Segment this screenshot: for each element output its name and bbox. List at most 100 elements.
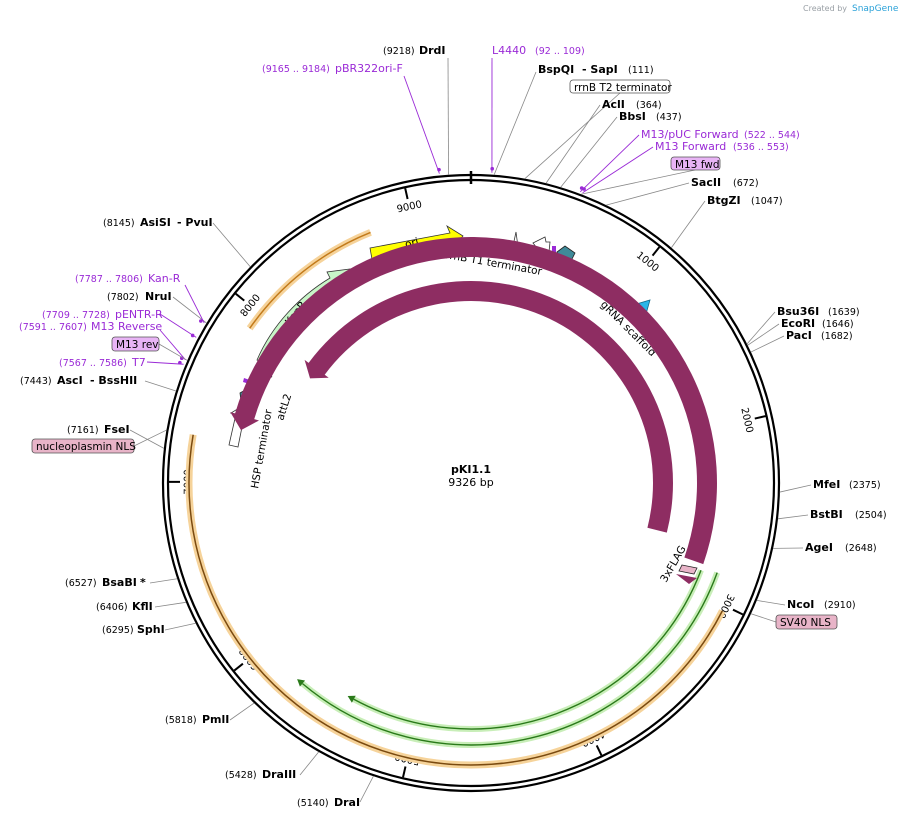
- site-sacii[interactable]: SacII: [691, 176, 721, 189]
- site-pos-ncoi: (2910): [824, 600, 856, 611]
- site-paci[interactable]: PacI: [786, 329, 812, 342]
- site-leader: [359, 775, 374, 803]
- site-pos-nrui: (7802): [107, 292, 139, 303]
- sv40-nls-box: [775, 614, 838, 630]
- credit-brand: SnapGene: [852, 4, 899, 14]
- plasmid-length: 9326 bp: [448, 476, 493, 489]
- site-nrui[interactable]: NruI: [145, 290, 172, 303]
- site-agei[interactable]: AgeI: [805, 541, 833, 554]
- primer-leader: [403, 75, 440, 174]
- site-bsabi[interactable]: BsaBI: [102, 576, 137, 589]
- site-pos-asisi: (8145): [103, 218, 135, 229]
- site-ecori[interactable]: EcoRI: [781, 317, 815, 330]
- primer-leader: [582, 146, 654, 194]
- nucleoplasmin-nls-label[interactable]: nucleoplasmin NLS: [36, 441, 136, 453]
- primer-mark: [190, 333, 195, 338]
- rrnb-t2-terminator-label[interactable]: rrnB T2 terminator: [574, 82, 672, 94]
- primer-pos-t7: (7567 .. 7586): [59, 358, 127, 369]
- site-pvui[interactable]: - PvuI: [177, 216, 213, 229]
- site-acli[interactable]: AclI: [602, 98, 625, 111]
- site-pos-sphi: (6295): [102, 625, 134, 636]
- site-fsei[interactable]: FseI: [104, 423, 130, 436]
- primer-pos-pentr-r: (7709 .. 7728): [42, 310, 110, 321]
- site-pos-acli: (364): [636, 100, 662, 111]
- site-pos-sacii: (672): [733, 178, 759, 189]
- primer-pbr322ori-f[interactable]: pBR322ori-F: [335, 62, 403, 75]
- site-leader: [747, 323, 780, 346]
- site-bsshii[interactable]: - BssHII: [90, 374, 137, 387]
- site-pos-paci: (1682): [821, 331, 853, 342]
- site-asci[interactable]: AscI: [57, 374, 83, 387]
- site-bbsi[interactable]: BbsI: [619, 110, 646, 123]
- site-sphi[interactable]: SphI: [137, 623, 165, 636]
- site-pos-bstbi: (2504): [855, 510, 887, 521]
- site-pos-drai: (5140): [297, 798, 329, 809]
- site-btgzi[interactable]: BtgZI: [707, 194, 741, 207]
- primer-m13-reverse[interactable]: M13 Reverse: [91, 320, 162, 333]
- site-mfei[interactable]: MfeI: [813, 478, 840, 491]
- tick-label: 1000: [634, 250, 661, 274]
- box-leader: [158, 343, 188, 361]
- primer-mark: [178, 360, 182, 365]
- site-bspqi[interactable]: BspQI: [538, 63, 574, 76]
- site-bsabi-mark: *: [140, 576, 146, 589]
- tick-mark: [732, 608, 744, 616]
- attl2-label: attL2: [274, 392, 294, 422]
- site-leader: [149, 578, 178, 584]
- site-leader: [777, 514, 809, 520]
- primer-pos-pbr322ori-f: (9165 .. 9184): [262, 64, 330, 75]
- site-pmli[interactable]: PmlI: [202, 713, 229, 726]
- site-drai[interactable]: DraI: [334, 796, 360, 809]
- orf-cas9-arc[interactable]: [188, 434, 724, 766]
- site-ncoi[interactable]: NcoI: [787, 598, 814, 611]
- site-kfli[interactable]: KflI: [132, 600, 153, 613]
- leaders: [129, 57, 812, 803]
- primer-mark: [437, 167, 441, 172]
- site-sapi[interactable]: - SapI: [582, 63, 618, 76]
- primer-m13-puc-forward[interactable]: M13/pUC Forward: [641, 128, 739, 141]
- site-pos-mfei: (2375): [849, 480, 881, 491]
- nucleoplasmin-nls-box: [31, 438, 135, 454]
- tick-mark: [235, 292, 245, 302]
- primer-t7[interactable]: T7: [131, 356, 146, 369]
- tick-mark: [754, 415, 766, 420]
- cas9-outer-label: Cas9: [398, 696, 425, 710]
- primer-l4440[interactable]: L4440: [492, 44, 526, 57]
- site-drdi[interactable]: DrdI: [419, 44, 446, 57]
- site-pos-bspqi: (111): [628, 65, 654, 76]
- primer-leader: [184, 284, 205, 324]
- primer-m13-forward[interactable]: M13 Forward: [655, 140, 726, 153]
- m13-rev-label[interactable]: M13 rev: [116, 339, 159, 351]
- m13-fwd-label[interactable]: M13 fwd: [675, 159, 720, 171]
- site-pos-drdi: (9218): [383, 46, 415, 57]
- tick-label: 9000: [396, 199, 423, 215]
- site-labels: (9218) DrdI BspQI - SapI (111) AclI (364…: [20, 44, 887, 809]
- site-leader: [129, 429, 165, 449]
- 3xflag-arrow[interactable]: [678, 564, 698, 575]
- site-leader: [746, 311, 776, 345]
- orf-kanr-arc[interactable]: [249, 231, 371, 329]
- tick-mark: [233, 662, 244, 672]
- site-bsu36i[interactable]: Bsu36I: [777, 305, 819, 318]
- site-leader: [560, 116, 618, 188]
- site-leader: [144, 380, 177, 392]
- site-pos-bsu36i: (1639): [828, 307, 860, 318]
- site-leader: [164, 622, 196, 631]
- feature-arcs: [185, 229, 726, 769]
- green-orf-2-arc[interactable]: [353, 570, 702, 730]
- site-bstbi[interactable]: BstBI: [810, 508, 843, 521]
- inner-features: ori KanR rrnB T1 terminator attL1 gRNA s…: [228, 224, 698, 585]
- primer-pentr-r[interactable]: pENTR-R: [115, 308, 163, 321]
- cas9-features[interactable]: Cas9 Cas9: [230, 236, 717, 710]
- green-orf-1-arc[interactable]: [302, 572, 718, 746]
- sv40-nls-label[interactable]: SV40 NLS: [780, 617, 831, 629]
- site-pos-btgzi: (1047): [751, 196, 783, 207]
- site-leader: [779, 484, 812, 493]
- site-draiii[interactable]: DraIII: [262, 768, 296, 781]
- primer-mark: [582, 187, 586, 191]
- site-asisi[interactable]: AsiSI: [140, 216, 171, 229]
- site-pos-asci: (7443): [20, 376, 52, 387]
- primer-labels: (9165 .. 9184) pBR322ori-F L4440 (92 .. …: [19, 44, 800, 369]
- primer-leader: [159, 329, 186, 361]
- primer-kan-r[interactable]: Kan-R: [148, 272, 181, 285]
